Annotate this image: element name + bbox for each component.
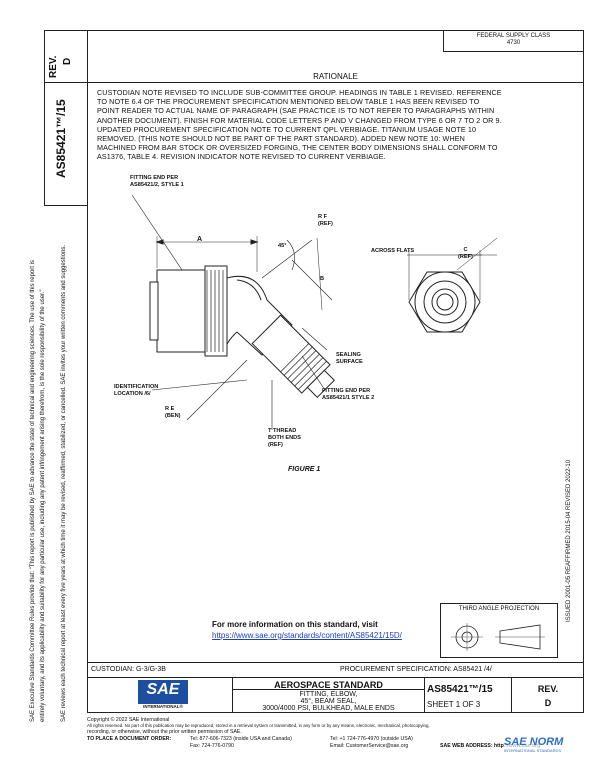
title-underline [233,689,424,690]
rationale-line: UPDATED PROCUREMENT SPECIFICATION NOTE T… [97,124,477,134]
label-line: R F [318,214,328,220]
side-text-left-3: SAE reviews each technical report at lea… [61,244,67,722]
label-line: (BEN) [165,413,181,419]
rationale-line: MACHINED FROM BAR STOCK OR OVERSIZED FOR… [97,143,498,153]
order-label: TO PLACE A DOCUMENT ORDER: [87,736,172,742]
rationale-text: CUSTODIAN NOTE REVISED TO INCLUDE SUB-CO… [97,88,552,162]
desc-line-3: 3000/4000 PSI, BULKHEAD, MALE ENDS [262,705,395,712]
tel-inside: Tel: 877-606-7323 (inside USA and Canada… [190,736,292,742]
label-dim-a: A [197,236,203,243]
label-line: C [463,247,468,253]
watermark-sub: INTERNATIONAL STANDARDS [504,748,562,753]
label-dim-c: C (REF) [458,247,473,261]
copyright-line-2: All rights reserved. No part of this pub… [87,723,430,728]
side-text-left-2: entirely voluntary, and its applicabilit… [40,289,46,722]
label-line: R E [165,406,175,412]
label-line: AS85421/1 STYLE 2 [322,395,375,401]
watermark-text: SAE NORM [504,736,564,748]
rev-value-vert: D [62,57,73,65]
label-re: R E (BEN) [165,406,181,420]
copyright-line-3: recording, or otherwise, without the pri… [87,729,242,735]
title-col-1 [232,677,233,713]
label-line: IDENTIFICATION [114,384,159,390]
info-box: For more information on this standard, v… [212,609,440,651]
bottom-rev-label: REV. [537,684,559,694]
info-url-link[interactable]: https://www.sae.org/standards/content/AS… [212,631,402,640]
desc-line-1: FITTING, ELBOW, [299,691,358,698]
rationale-line: ANOTHER DOCUMENT). FINISH FOR MATERIAL C… [97,115,502,125]
sae-logo: SAE [138,680,188,704]
tel-outside: Tel: +1 724-776-4970 (outside USA) [330,736,413,742]
title-block-top [87,662,584,663]
label-fitting-end-bottom: FITTING END PER AS85421/1 STYLE 2 [322,388,374,402]
desc-line-2: 45°, BEAM SEAL, [300,698,357,705]
title-aerospace-standard: AEROSPACE STANDARD [274,680,383,690]
projection-symbol-icon [451,623,545,651]
elbow-fitting-drawing [131,194,498,430]
sae-logo-sub: INTERNATIONAL® [143,704,183,709]
fax: Fax: 724-776-0790 [190,743,234,749]
fsc-line1: FEDERAL SUPPLY CLASS [476,33,551,39]
issue-dates-vert: ISSUED 2001-05 REAFFIRMED 2015-04 REVISE… [566,459,572,622]
rev-label-vert: REV. [48,55,59,78]
header-col-top [44,30,87,31]
bottom-rev-value: D [544,698,552,708]
label-line: FITTING END PER [130,175,179,181]
label-dim-b: B [320,276,325,282]
rationale-line: POINT READER TO ACTUAL NAME OF PARAGRAPH… [97,106,495,116]
procurement-text: PROCUREMENT SPECIFICATION: AS85421 /4/ [340,666,492,673]
bottom-doc-number: AS85421™/15 [427,684,493,695]
rationale-line: REMOVED. (THIS NOTE SHOULD NOT BE PART O… [97,134,465,144]
header-divider [87,82,584,83]
rationale-line: TO NOTE 6.4 OF THE PROCUREMENT SPECIFICA… [97,97,480,107]
doc-number-vert: AS85421™/15 [54,99,68,178]
label-sealing-surface: SEALING SURFACE [336,352,363,366]
label-line: LOCATION /6/ [114,391,151,397]
email: Email: CustomerService@sae.org [330,743,409,749]
info-title: For more information on this standard, v… [212,620,378,629]
side-text-left-1: SAE Executive Standards Committee Rules … [30,260,36,722]
projection-label: THIRD ANGLE PROJECTION [458,606,540,612]
title-col-3 [511,677,512,713]
label-rf: R F (REF) [318,214,333,228]
header-col-bottom [44,205,87,206]
web-address[interactable]: SAE WEB ADDRESS: http://www.sae.org [440,743,541,749]
sae-logo-text: SAE [146,681,180,698]
label-line: T THREAD [268,428,297,434]
title-col-2 [424,677,425,713]
label-angle: 45° [278,243,287,249]
projection-box [440,603,558,658]
title-block-mid [87,677,584,678]
label-fitting-end-top: FITTING END PER AS85421/2, STYLE 1 [130,175,184,189]
label-line: (REF) [458,254,473,260]
sheet-text: SHEET 1 OF 3 [427,700,481,709]
header-col-mid [44,82,87,83]
fsc-box [443,30,584,52]
label-line: SURFACE [336,359,363,365]
custodian-text: CUSTODIAN: G-3/G-3B [91,666,166,673]
rationale-line: AS1376, TABLE 4. REVISION INDICATOR NOTE… [97,152,386,162]
label-identification: IDENTIFICATION LOCATION /6/ [114,384,158,398]
label-line: (REF) [268,442,283,448]
label-line: (REF) [318,221,333,227]
label-line: BOTH ENDS [268,435,301,441]
watermark: SAE NORM INTERNATIONAL STANDARDS [504,736,600,758]
rationale-heading: RATIONALE [313,72,358,81]
copyright-line-1: Copyright © 2022 SAE International [87,717,170,723]
drawing-frame [87,30,584,713]
label-thread: T THREAD BOTH ENDS (REF) [268,428,301,449]
rationale-line: CUSTODIAN NOTE REVISED TO INCLUDE SUB-CO… [97,88,502,97]
label-line: FITTING END PER [322,388,371,394]
label-line: SEALING [336,352,361,358]
figure-caption: FIGURE 1 [288,466,321,473]
fsc-line2: 4730 [506,40,521,46]
header-col-left [44,30,45,205]
label-across-flats: ACROSS FLATS [371,248,415,254]
label-line: AS85421/2, STYLE 1 [130,182,184,188]
